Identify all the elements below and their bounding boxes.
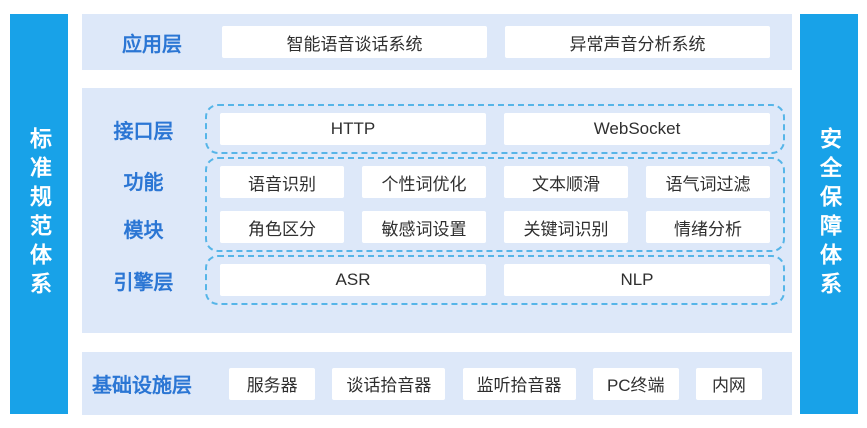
engine-layer-label: 引擎层 — [113, 271, 174, 294]
interface-layer-row: 接口层 HTTP WebSocket — [82, 104, 792, 154]
item-role-distinction: 角色区分 — [220, 211, 344, 243]
standards-system-label: 标准规范体系 — [27, 127, 52, 301]
function-module-row: 功能 模块 语音识别 个性词优化 文本顺滑 语气词过滤 角色区分 敏感词设置 关… — [82, 157, 792, 252]
item-emotion-analysis: 情绪分析 — [646, 211, 770, 243]
item-server: 服务器 — [229, 367, 316, 400]
item-http: HTTP — [220, 113, 486, 145]
engine-dashed-group: ASR NLP — [205, 255, 785, 305]
item-text-smoothing: 文本顺滑 — [504, 166, 628, 198]
interface-dashed-group: HTTP WebSocket — [205, 104, 785, 154]
main-layers-column: 应用层 智能语音谈话系统 异常声音分析系统 接口层 HTTP WebSocket — [82, 14, 792, 415]
item-conversation-microphone: 谈话拾音器 — [332, 367, 446, 400]
item-personalized-word-optimization: 个性词优化 — [362, 166, 486, 198]
item-keyword-recognition: 关键词识别 — [504, 211, 628, 243]
application-layer-items: 智能语音谈话系统 异常声音分析系统 — [222, 26, 792, 58]
item-pc-terminal: PC终端 — [592, 367, 679, 400]
engine-layer-row: 引擎层 ASR NLP — [82, 255, 792, 305]
item-sensitive-word-settings: 敏感词设置 — [362, 211, 486, 243]
standards-system-sidebar: 标准规范体系 — [10, 14, 68, 414]
security-system-sidebar: 安全保障体系 — [800, 14, 858, 414]
item-websocket: WebSocket — [504, 113, 770, 145]
item-intranet: 内网 — [695, 367, 762, 400]
middle-layers-panel: 接口层 HTTP WebSocket 功能 模块 语音识别 — [82, 88, 792, 333]
item-asr: ASR — [220, 264, 486, 296]
application-layer-label: 应用层 — [122, 33, 182, 56]
function-label: 功能 — [123, 172, 164, 195]
item-filler-word-filtering: 语气词过滤 — [646, 166, 770, 198]
item-abnormal-sound-system: 异常声音分析系统 — [505, 26, 770, 58]
application-layer-panel: 应用层 智能语音谈话系统 异常声音分析系统 — [82, 14, 792, 70]
item-nlp: NLP — [504, 264, 770, 296]
infrastructure-layer-label: 基础设施层 — [92, 375, 192, 397]
security-system-label: 安全保障体系 — [817, 127, 842, 301]
function-module-dashed-group: 语音识别 个性词优化 文本顺滑 语气词过滤 角色区分 敏感词设置 关键词识别 情… — [205, 157, 785, 252]
module-label: 模块 — [123, 219, 164, 242]
item-intelligent-voice-system: 智能语音谈话系统 — [222, 26, 487, 58]
interface-layer-label: 接口层 — [113, 120, 174, 143]
item-monitoring-microphone: 监听拾音器 — [462, 367, 576, 400]
item-speech-recognition: 语音识别 — [220, 166, 344, 198]
infrastructure-layer-panel: 基础设施层 服务器 谈话拾音器 监听拾音器 PC终端 内网 — [82, 352, 792, 415]
